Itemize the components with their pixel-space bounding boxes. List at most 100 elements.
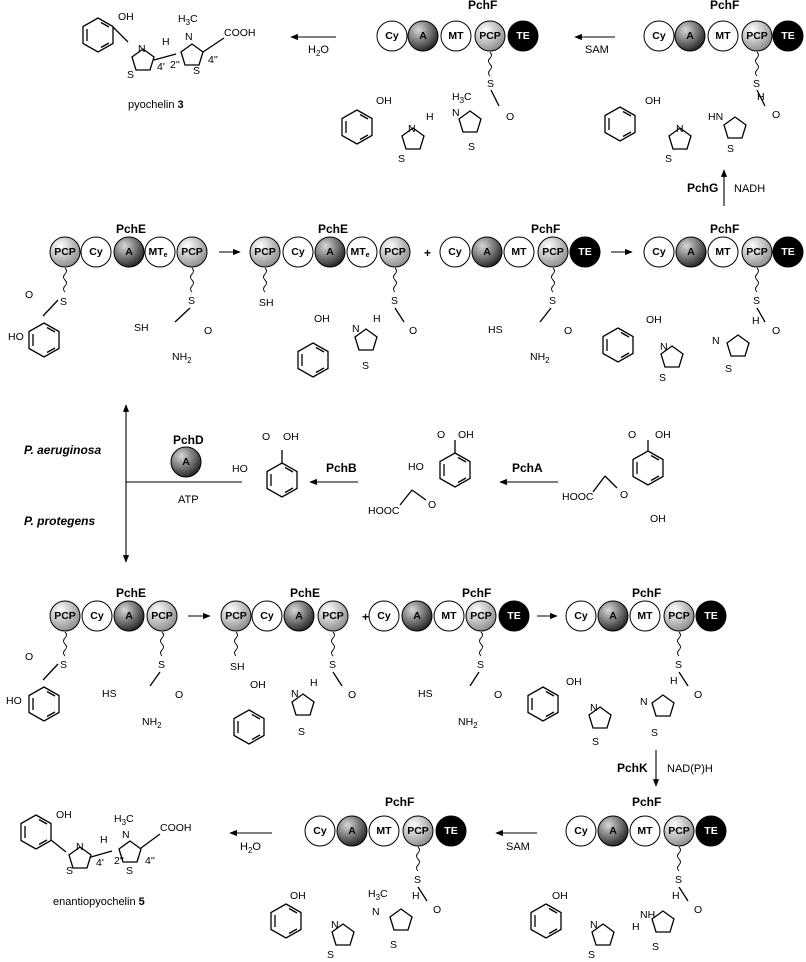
- enzyme-label: PchF: [710, 0, 739, 12]
- pcp-domain: PCP: [668, 825, 690, 837]
- sh-label: SH: [134, 322, 149, 334]
- te-domain: TE: [781, 30, 794, 42]
- s-label-c: S: [468, 141, 475, 153]
- s-label-2: S: [659, 372, 666, 384]
- pcp-domain: PCP: [746, 246, 768, 258]
- cy-domain: Cy: [652, 30, 666, 42]
- n-label: N: [590, 919, 598, 931]
- pcp-domain-2: PCP: [181, 246, 203, 258]
- cy-domain: Cy: [260, 610, 274, 622]
- pos-4pp: 4'': [208, 54, 218, 66]
- s-label-2: S: [188, 295, 195, 307]
- ho-label: HO: [8, 331, 24, 343]
- enzyme-label: PchE: [116, 586, 146, 600]
- pos-2pp: 2'': [170, 59, 180, 71]
- h-label: H: [672, 890, 680, 902]
- s-label: S: [127, 69, 134, 81]
- pchg-label: PchG: [687, 181, 718, 195]
- oh-label: OH: [250, 679, 266, 691]
- o-label: O: [694, 689, 702, 701]
- o-label: O: [694, 904, 702, 916]
- n-label: N: [660, 341, 668, 353]
- a-domain: A: [609, 825, 617, 837]
- pcp-domain-2: PCP: [322, 610, 344, 622]
- o-label: O: [506, 111, 514, 123]
- hooc-label: HOOC: [368, 505, 400, 517]
- s-label-2: S: [298, 726, 305, 738]
- a-domain: A: [483, 246, 491, 258]
- h-label: H: [670, 675, 678, 687]
- enzyme-label: PchF: [468, 0, 497, 12]
- s-label: S: [753, 295, 760, 307]
- pche-module-r3-a: PchE PCP Cy A PCP S O HO S O HS NH2: [6, 586, 183, 730]
- n-label: N: [352, 323, 360, 335]
- o-label: O: [772, 325, 780, 337]
- n-label: N: [138, 43, 146, 55]
- h-label: H: [100, 834, 108, 846]
- hn-label: HN: [708, 111, 723, 123]
- pos-4p: 4': [96, 857, 104, 869]
- mt-domain: MT: [448, 30, 464, 42]
- h3c-label: H3C: [178, 13, 198, 27]
- n-label: N: [331, 919, 339, 931]
- cy-domain: Cy: [574, 825, 588, 837]
- te-domain: TE: [704, 825, 717, 837]
- te-domain: TE: [781, 246, 794, 258]
- mt-domain: MT: [511, 246, 527, 258]
- o-label-2: O: [175, 689, 183, 701]
- nh-label: NH: [640, 909, 655, 921]
- mt-domain: MT: [637, 825, 653, 837]
- pos-4pp: 4'': [145, 855, 155, 867]
- enzyme-label: PchF: [531, 222, 560, 236]
- mt-domain: MT: [441, 610, 457, 622]
- cy-domain: Cy: [291, 246, 305, 258]
- h-label: H: [162, 36, 170, 48]
- sam-label-1: SAM: [585, 44, 609, 56]
- n-label-2: N: [640, 696, 648, 708]
- oh-label: OH: [376, 95, 392, 107]
- sh-label: SH: [230, 661, 245, 673]
- water-label-2: H2O: [240, 841, 261, 855]
- pcp-domain: PCP: [746, 30, 768, 42]
- n-label-2: N: [185, 31, 193, 43]
- oh-label: OH: [646, 314, 662, 326]
- s-label-2: S: [588, 949, 595, 961]
- pche-module-r2-b: PchE PCP Cy A MTe PCP SH S O OH N S H: [249, 222, 417, 378]
- pcp-domain: PCP: [479, 30, 501, 42]
- salicylic-acid: O OH HO: [232, 431, 299, 498]
- oh-label: OH: [283, 431, 299, 443]
- s-label-3: S: [390, 939, 397, 951]
- pchk-label: PchK: [617, 761, 648, 775]
- s-label-2: S: [126, 865, 133, 877]
- pcp-domain: PCP: [470, 610, 492, 622]
- h-label: H: [752, 315, 760, 327]
- s-label: S: [675, 659, 682, 671]
- pchf-module-r1-right: PchF Cy A MT PCP TE S O OH N S HN S H: [604, 0, 804, 165]
- oh-label: OH: [655, 429, 671, 441]
- organism-aeruginosa: P. aeruginosa: [24, 443, 101, 457]
- o-label-2: O: [204, 325, 212, 337]
- nadph-label: NAD(P)H: [667, 763, 713, 775]
- oh-label: OH: [458, 429, 474, 441]
- pchf-module-r1-mid: PchF Cy A MT PCP TE S O OH N S N S H3C H: [341, 0, 539, 165]
- a-domain: A: [125, 610, 133, 622]
- s-label: S: [66, 865, 73, 877]
- pcp-domain: PCP: [542, 246, 564, 258]
- s-label: S: [549, 295, 556, 307]
- o-label-2: O: [620, 489, 628, 501]
- h-label: H: [373, 313, 381, 325]
- h-label: H: [412, 890, 420, 902]
- sh-label: SH: [259, 297, 274, 309]
- pyochelin-structure: OH N S H N S H3C COOH 4' 2'' 4'': [82, 11, 256, 81]
- s-label: S: [60, 659, 67, 671]
- oh-label: OH: [56, 809, 72, 821]
- pchf-module-r4-right: PchF Cy A MT PCP TE S O OH N S NH S H H: [530, 795, 727, 961]
- pche-module-r2-a: PchE PCP Cy A MTe PCP S O HO S O SH NH2: [8, 222, 212, 365]
- s-label-c: S: [727, 143, 734, 155]
- o-label: O: [433, 904, 441, 916]
- n-label-2: N: [372, 906, 380, 918]
- pchd-a-text: A: [182, 456, 190, 468]
- s-label-b: S: [398, 153, 405, 165]
- s-label: S: [60, 296, 67, 308]
- o-label: O: [772, 109, 780, 121]
